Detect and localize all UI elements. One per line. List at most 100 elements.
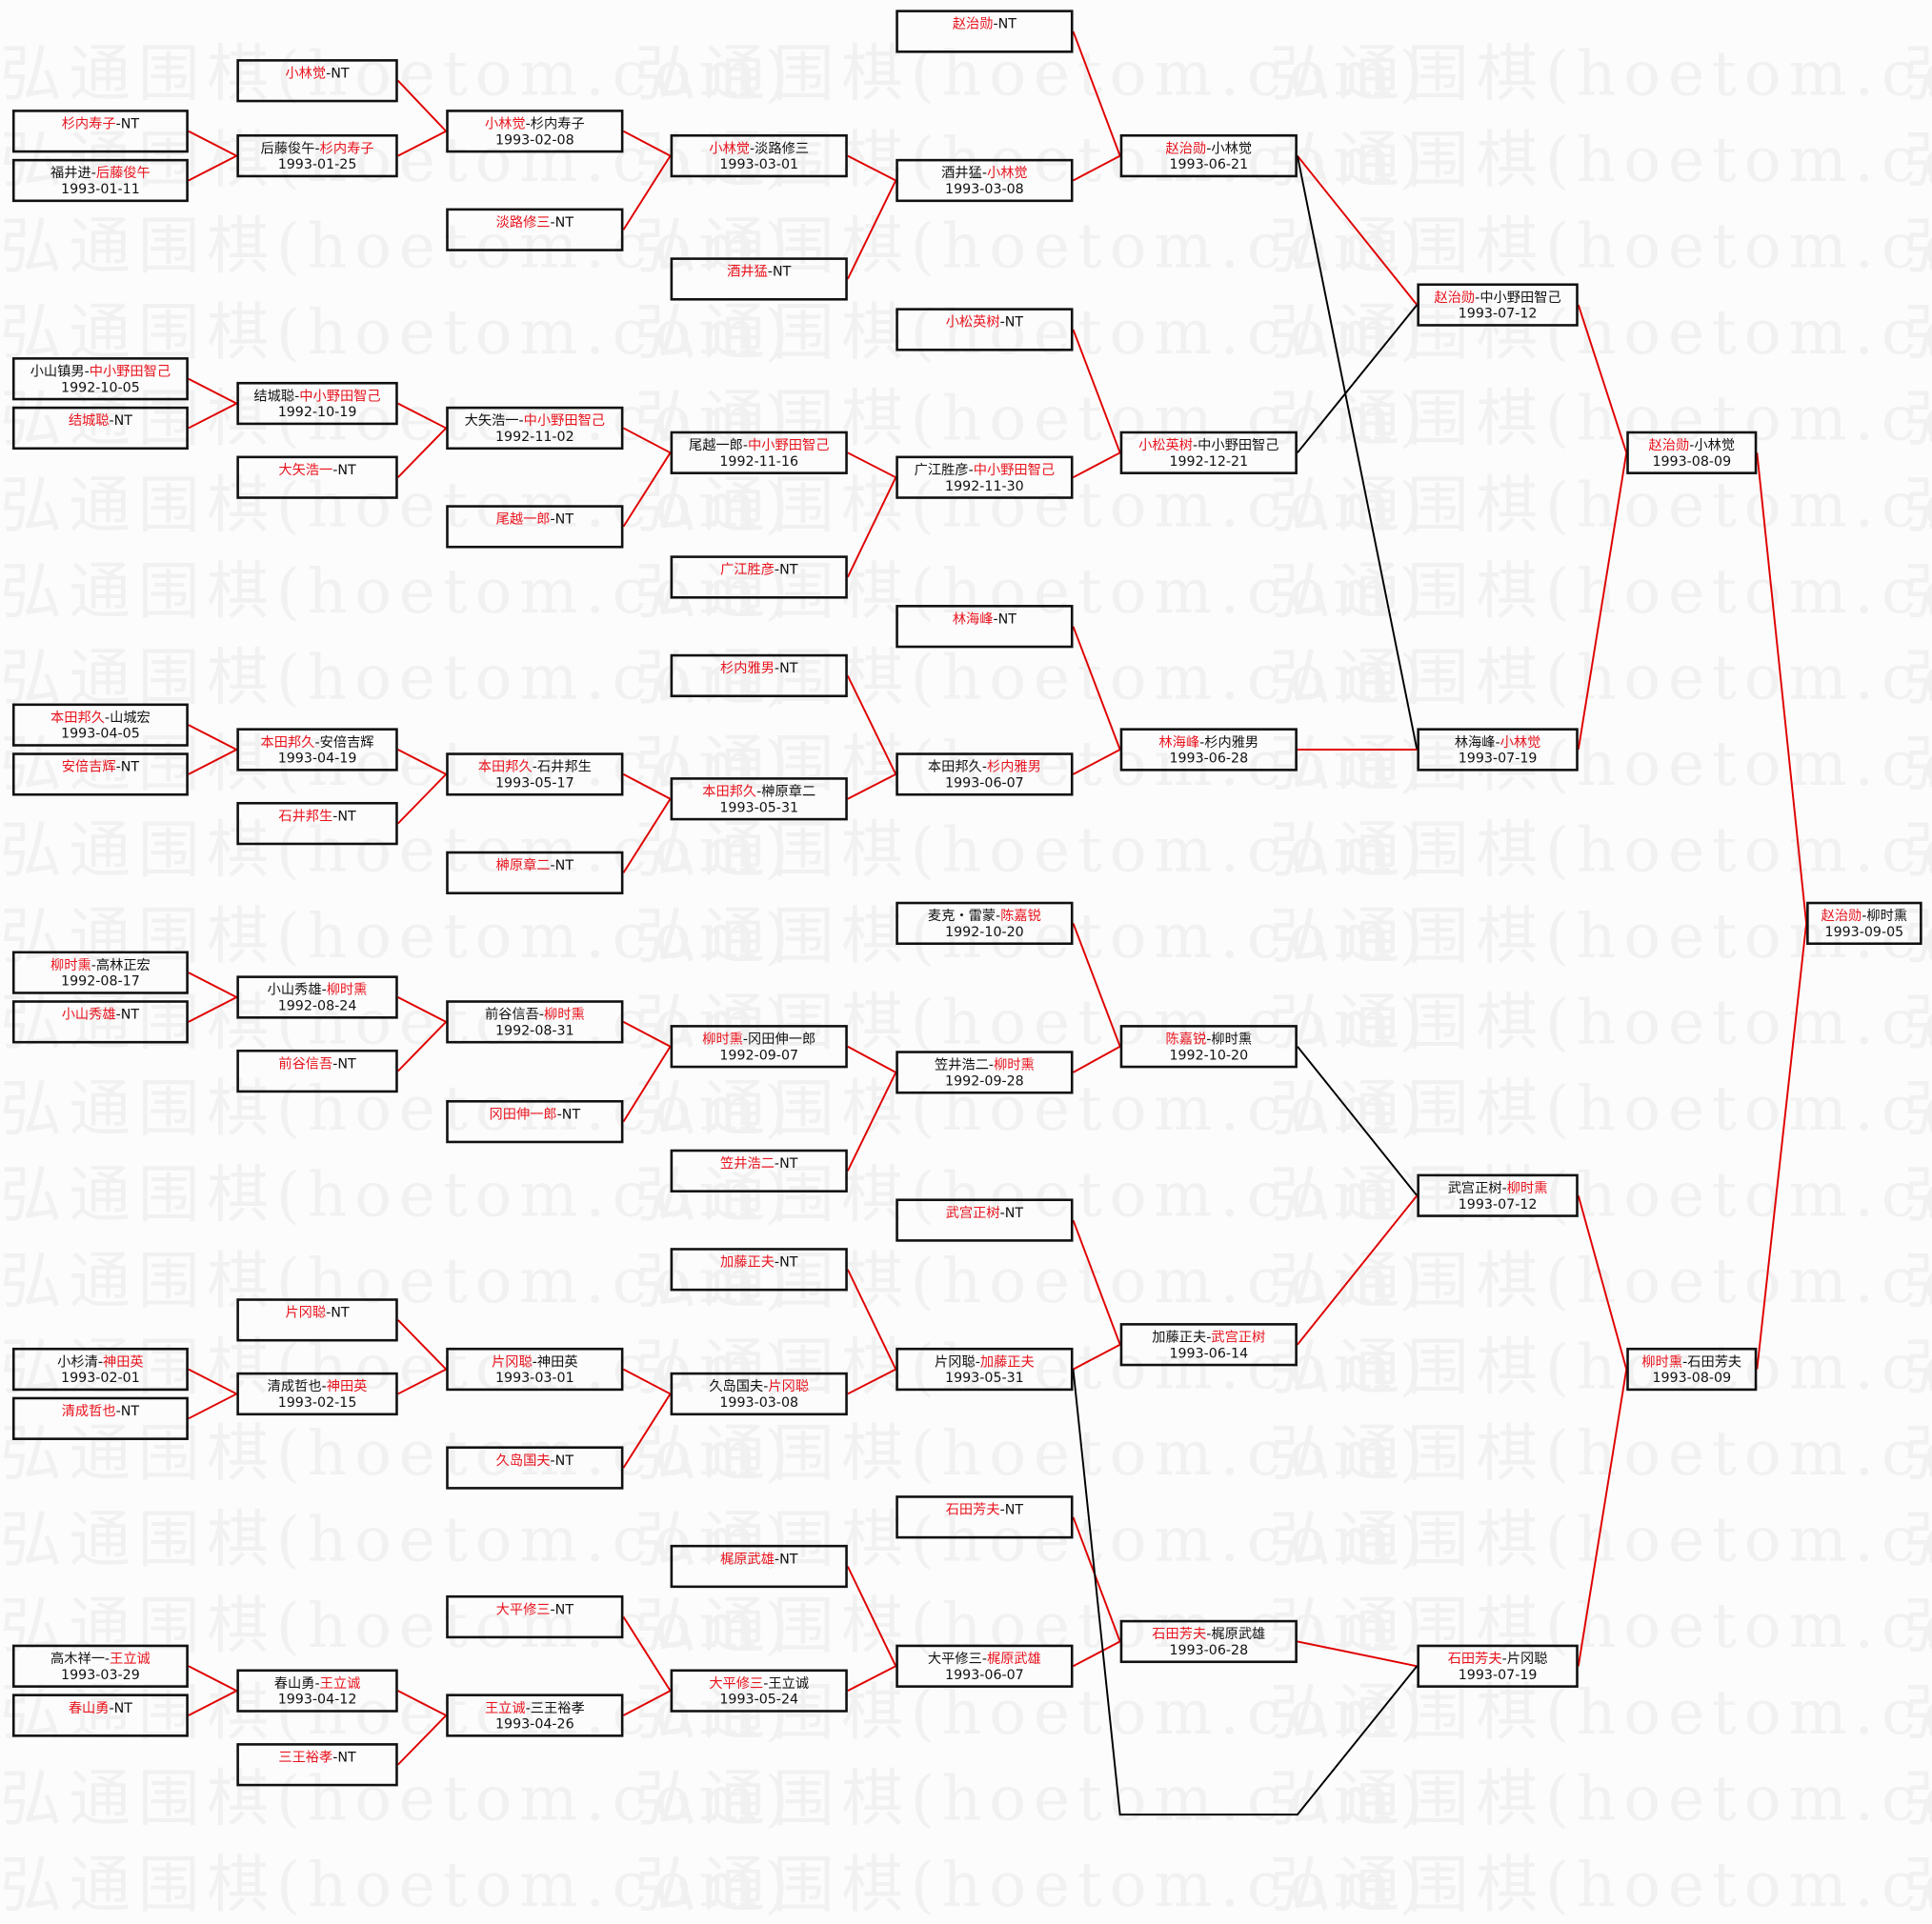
watermark-text: 弘通围棋(hoetom.com) <box>1903 1318 1932 1407</box>
no-opponent-label: NT <box>779 1253 798 1271</box>
no-opponent-label: NT <box>554 214 574 230</box>
match-date: 1993-01-11 <box>61 181 140 197</box>
separator: - <box>550 214 555 230</box>
players-line: 片冈聪-神田英 <box>449 1353 621 1370</box>
loser-connector <box>1072 1369 1419 1816</box>
separator: - <box>556 1106 562 1123</box>
player-a: 久岛国夫 <box>495 1452 551 1469</box>
separator: - <box>1199 733 1205 751</box>
player-b: 中小野田智己 <box>299 388 381 405</box>
separator: - <box>1501 1180 1507 1196</box>
watermark-text: 弘通围棋(hoetom.com) <box>1269 296 1932 369</box>
player-b: 冈田伸一郎 <box>748 1031 816 1048</box>
player-a: 王立诚 <box>484 1699 526 1716</box>
watermark-text: 弘通围棋(hoetom.com) <box>634 38 1431 110</box>
match-date: 1992-08-24 <box>277 997 357 1014</box>
player-a: 石田芳夫 <box>945 1501 1000 1518</box>
player-a: 广江胜彦 <box>914 462 969 478</box>
player-a: 赵治勋 <box>1434 289 1476 306</box>
watermark-text: 弘通围棋(hoetom.com) <box>0 900 796 972</box>
player-b: 中小野田智己 <box>523 412 606 430</box>
winner-connector <box>188 724 237 751</box>
watermark-text: 弘通围棋(hoetom.com) <box>634 1072 1431 1145</box>
player-a: 小山秀雄 <box>267 981 322 998</box>
player-a: 前谷信吾 <box>484 1006 539 1023</box>
no-opponent-label: NT <box>1004 1204 1024 1221</box>
players-line: 淡路修三-NT <box>449 214 621 230</box>
no-opponent-label: NT <box>113 1699 132 1716</box>
players-line: 清成哲也-神田英 <box>239 1378 395 1394</box>
watermark-text: 弘通围棋(hoetom.com) <box>634 1504 1431 1576</box>
player-a: 笠井浩二 <box>720 1155 775 1172</box>
winner-connector <box>188 1368 237 1395</box>
player-a: 后藤俊午 <box>260 140 315 157</box>
player-a: 本田邦久 <box>50 709 105 726</box>
players-line: 笠井浩二-NT <box>673 1155 845 1172</box>
separator: - <box>525 115 531 132</box>
bye-box: 淡路修三-NT <box>446 208 624 251</box>
player-a: 前谷信吾 <box>278 1055 333 1072</box>
winner-connector <box>397 773 447 825</box>
player-a: 石田芳夫 <box>1152 1626 1207 1643</box>
watermark-text: 弘通围棋(hoetom.com) <box>1903 1059 1932 1148</box>
separator: - <box>999 313 1005 331</box>
player-a: 安倍吉辉 <box>61 758 116 775</box>
winner-connector <box>847 1665 896 1693</box>
winner-connector <box>622 1020 672 1048</box>
watermark-text: 弘通围棋(hoetom.com) <box>0 1072 796 1145</box>
winner-connector <box>1072 1516 1121 1642</box>
player-b: 片冈聪 <box>768 1378 810 1395</box>
player-a: 武宫正树 <box>1447 1180 1502 1196</box>
watermark-text: 弘通围棋(hoetom.com) <box>634 1245 1431 1317</box>
watermark-text: 弘通围棋(hoetom.com) <box>1903 1577 1932 1666</box>
players-line: 福井进-后藤俊午 <box>15 165 187 181</box>
player-a: 酒井猛 <box>941 165 982 182</box>
no-opponent-label: NT <box>779 1551 798 1568</box>
winner-connector <box>1073 1045 1121 1073</box>
winner-connector <box>397 402 447 430</box>
watermark-text: 弘通围棋(hoetom.com) <box>1903 1491 1932 1579</box>
player-a: 广江胜彦 <box>720 561 775 578</box>
player-b: 中小野田智己 <box>89 363 171 380</box>
watermark-text: 弘通围棋(hoetom.com) <box>634 1762 1431 1834</box>
winner-connector <box>847 773 896 800</box>
watermark-text: 弘通围棋(hoetom.com) <box>0 296 796 369</box>
no-opponent-label: NT <box>779 660 798 677</box>
player-a: 三王裕孝 <box>278 1749 333 1766</box>
separator: - <box>1206 1031 1212 1048</box>
match-date: 1992-10-05 <box>61 379 140 396</box>
bye-box: 加藤正夫-NT <box>670 1248 848 1292</box>
separator: - <box>332 808 338 825</box>
player-b: 安倍吉辉 <box>319 733 374 751</box>
player-a: 林海峰 <box>952 611 994 628</box>
player-b: 中小野田智己 <box>748 437 830 453</box>
match-date: 1993-03-08 <box>945 181 1024 197</box>
bye-box: 杉内寿子-NT <box>11 110 189 153</box>
players-line: 本田邦久-榊原章二 <box>673 784 845 800</box>
separator: - <box>1206 140 1212 157</box>
watermark-text: 弘通围棋(hoetom.com) <box>634 986 1431 1059</box>
separator: - <box>975 1353 980 1371</box>
winner-connector <box>1072 923 1121 1048</box>
player-a: 本田邦久 <box>927 758 982 775</box>
player-a: 小杉清 <box>57 1353 98 1371</box>
watermark-text: 弘通围棋(hoetom.com) <box>1903 110 1932 199</box>
player-a: 冈田伸一郎 <box>489 1106 557 1123</box>
players-line: 本田邦久-石井邦生 <box>449 759 621 775</box>
separator: - <box>1682 1353 1688 1371</box>
no-opponent-label: NT <box>120 1006 140 1023</box>
watermark-text: 弘通围棋(hoetom.com) <box>634 1159 1431 1232</box>
separator: - <box>321 1378 327 1395</box>
players-line: 小杉清-神田英 <box>15 1353 187 1370</box>
player-a: 结城聪 <box>68 412 110 430</box>
tournament-bracket: 弘通围棋(hoetom.com)弘通围棋(hoetom.com)弘通围棋(hoe… <box>0 10 1932 1920</box>
winner-connector <box>622 155 672 230</box>
watermark-text: 弘通围棋(hoetom.com) <box>634 641 1431 713</box>
player-a: 大矢浩一 <box>278 462 333 478</box>
